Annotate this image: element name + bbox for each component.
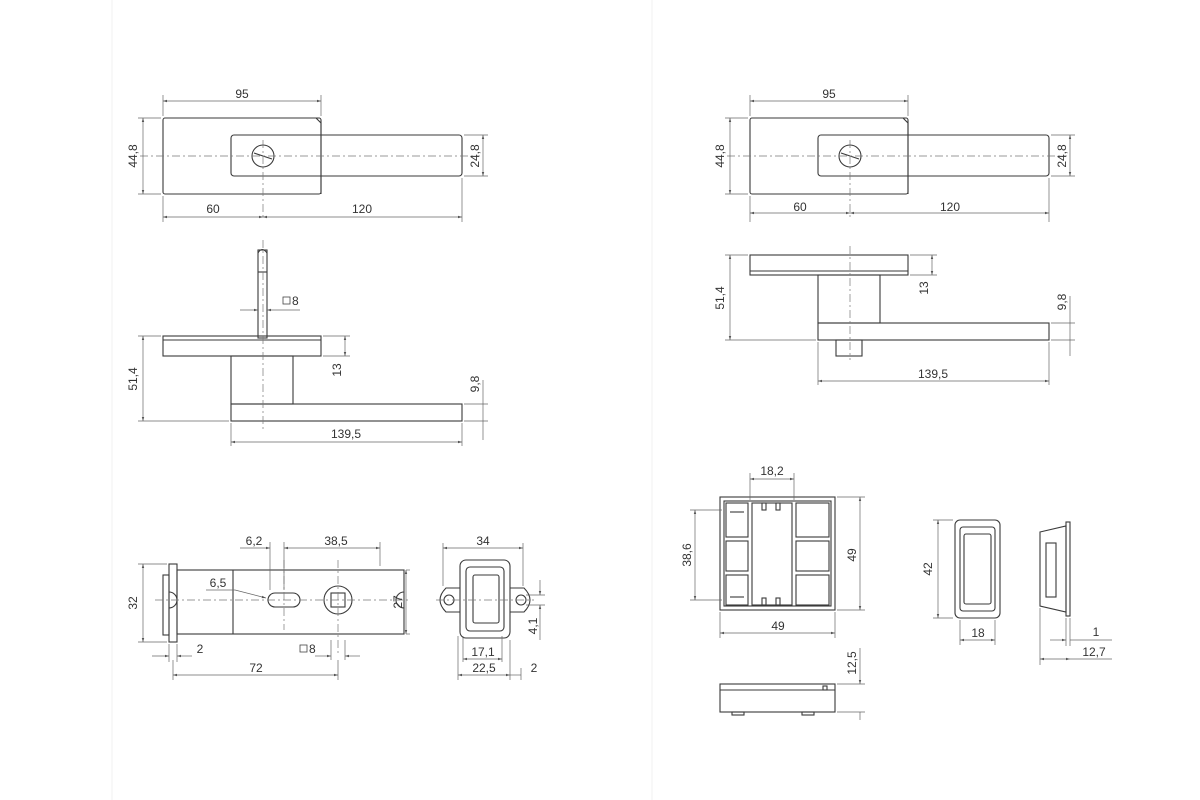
dim-120: 120 — [940, 200, 960, 214]
dim-6-5: 6,5 — [210, 576, 227, 590]
dim-22-5: 22,5 — [472, 661, 496, 675]
dim-2: 2 — [531, 661, 538, 675]
lock-body-view: 6,2 38,5 6,5 32 27 2 8 72 — [126, 534, 410, 680]
square-symbol-icon — [282, 296, 291, 305]
dim-27: 27 — [391, 595, 405, 609]
square-symbol-icon — [299, 644, 308, 653]
right-ear — [510, 587, 531, 613]
front-core — [472, 574, 500, 624]
dim-72: 72 — [249, 661, 263, 675]
strike-side — [719, 683, 836, 713]
notch — [775, 597, 781, 606]
dim-32: 32 — [126, 596, 140, 610]
dim-13: 13 — [917, 281, 931, 295]
lever-side — [230, 403, 463, 422]
left-handle-side-view: 8 51,4 13 9,8 139,5 — [126, 240, 488, 446]
strike-outer — [719, 496, 836, 611]
pocket — [725, 502, 749, 538]
strike-outer-inner — [723, 500, 832, 607]
dim-120: 120 — [352, 202, 372, 216]
dim-13: 13 — [330, 363, 344, 377]
dim-17-1: 17,1 — [471, 645, 495, 659]
dim-95: 95 — [822, 87, 836, 101]
plate-outer — [954, 519, 1001, 619]
dim-12-5: 12,5 — [845, 651, 859, 675]
dim-60: 60 — [206, 202, 220, 216]
lever-outline — [817, 134, 1050, 177]
dim-44-8: 44,8 — [713, 144, 727, 168]
dim-44-8: 44,8 — [126, 144, 140, 168]
dim-42: 42 — [921, 562, 935, 576]
dim-9-8: 9,8 — [1055, 293, 1069, 310]
notch — [761, 502, 767, 511]
dim-51-4: 51,4 — [126, 367, 140, 391]
dim-12-7: 12,7 — [1082, 645, 1106, 659]
dim-51-4: 51,4 — [713, 286, 727, 310]
dim-38-5: 38,5 — [324, 534, 348, 548]
neck — [817, 274, 881, 324]
rosette-side — [162, 335, 322, 357]
plate-opening — [963, 533, 992, 605]
dim-square-8: 8 — [309, 642, 316, 656]
foot — [731, 711, 745, 716]
strike-plate-view: 42 18 1 12,7 — [921, 519, 1112, 665]
pocket — [795, 540, 830, 572]
dim-18: 18 — [971, 626, 985, 640]
dim-60: 60 — [793, 200, 807, 214]
lever-outline — [230, 134, 463, 177]
dim-139-5: 139,5 — [331, 427, 361, 441]
leader-line — [234, 589, 267, 599]
dim-4-1: 4,1 — [526, 617, 540, 634]
dim-95: 95 — [235, 87, 249, 101]
dim-18-2: 18,2 — [760, 464, 784, 478]
front-inner — [465, 566, 505, 632]
dim-49-horizontal: 49 — [771, 619, 785, 633]
right-handle-top-view: 95 44,8 24,8 60 120 — [713, 87, 1075, 222]
dim-38-6: 38,6 — [680, 543, 694, 567]
faceplate — [168, 563, 178, 643]
pocket — [725, 574, 749, 606]
center-channel — [751, 502, 793, 606]
dim-49-vertical: 49 — [845, 548, 859, 562]
strike-box-view: 18,2 38,6 49 49 12,5 — [680, 464, 865, 720]
dim-24-8: 24,8 — [1055, 144, 1069, 168]
plate-lip — [1065, 521, 1071, 617]
rosette-side — [749, 254, 909, 276]
rosette-edge — [902, 117, 909, 194]
tab — [822, 685, 828, 691]
spindle-stub — [835, 339, 863, 357]
dim-square-8: 8 — [292, 294, 299, 308]
spindle — [257, 249, 268, 339]
dim-139-5: 139,5 — [918, 367, 948, 381]
dim-2: 2 — [197, 642, 204, 656]
pocket — [725, 540, 749, 572]
plate-side — [1039, 525, 1067, 613]
foot — [801, 711, 815, 716]
pocket — [795, 502, 830, 538]
left-handle-top-view: 95 44,8 24,8 60 120 — [126, 87, 488, 222]
lever-side — [817, 322, 1050, 341]
rosette-edge — [315, 117, 322, 194]
right-handle-side-view: 51,4 13 9,8 139,5 — [713, 246, 1075, 385]
front-outer — [459, 559, 511, 639]
plate-pocket — [1045, 542, 1057, 598]
lock-front-view: 34 4,1 17,1 22,5 2 — [436, 534, 545, 680]
pocket — [795, 574, 830, 606]
lock-case — [176, 569, 405, 635]
notch — [761, 597, 767, 606]
notch — [775, 502, 781, 511]
faceplate-edge — [162, 574, 170, 636]
dim-9-8: 9,8 — [468, 375, 482, 392]
neck — [230, 355, 294, 405]
dim-1: 1 — [1093, 625, 1100, 639]
plate-inner — [959, 526, 996, 612]
dim-24-8: 24,8 — [468, 144, 482, 168]
spindle-tip — [257, 248, 268, 254]
dim-6-2: 6,2 — [246, 534, 263, 548]
dim-34: 34 — [476, 534, 490, 548]
